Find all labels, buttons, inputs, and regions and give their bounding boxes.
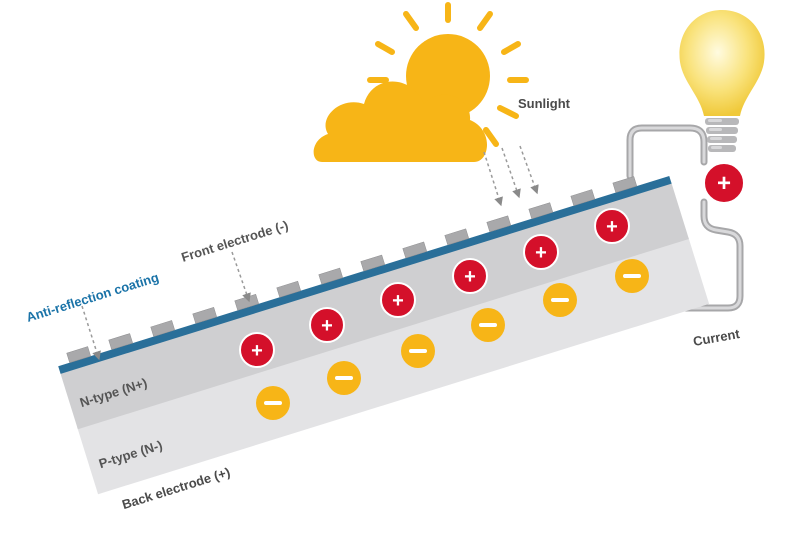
minus-charge-icon (327, 361, 361, 395)
front-electrodes (66, 176, 638, 364)
svg-text:+: + (392, 290, 404, 312)
anti-reflection-layer (58, 175, 672, 374)
anti-reflection-arrow (81, 305, 101, 361)
front-electrode-arrow (231, 251, 251, 303)
plus-charge-icon: + (239, 332, 275, 368)
anti-reflection-label: Anti-reflection coating (24, 270, 160, 325)
plus-charge-icon: + (309, 307, 345, 343)
electrons (256, 259, 649, 420)
svg-text:+: + (251, 340, 263, 362)
sun-icon (367, 2, 529, 147)
svg-text:+: + (606, 216, 618, 238)
light-bulb-icon (679, 10, 765, 152)
sunlight-label: Sunlight (518, 96, 571, 111)
svg-text:+: + (535, 242, 547, 264)
svg-text:+: + (717, 170, 731, 197)
plus-charge-icon: + (523, 234, 559, 270)
holes: + + + + + + (239, 208, 630, 368)
plus-charge-icon: + (703, 162, 745, 204)
plus-charge-icon: + (380, 282, 416, 318)
minus-charge-icon (615, 259, 649, 293)
current-label: Current (692, 326, 741, 349)
sunlight-arrows (483, 145, 539, 207)
svg-text:+: + (464, 266, 476, 288)
svg-text:+: + (321, 315, 333, 337)
plus-charge-icon: + (452, 258, 488, 294)
minus-charge-icon (401, 334, 435, 368)
minus-charge-icon (543, 283, 577, 317)
cloud-icon (313, 81, 487, 162)
minus-charge-icon (471, 308, 505, 342)
plus-charge-icon: + (594, 208, 630, 244)
minus-charge-icon (256, 386, 290, 420)
